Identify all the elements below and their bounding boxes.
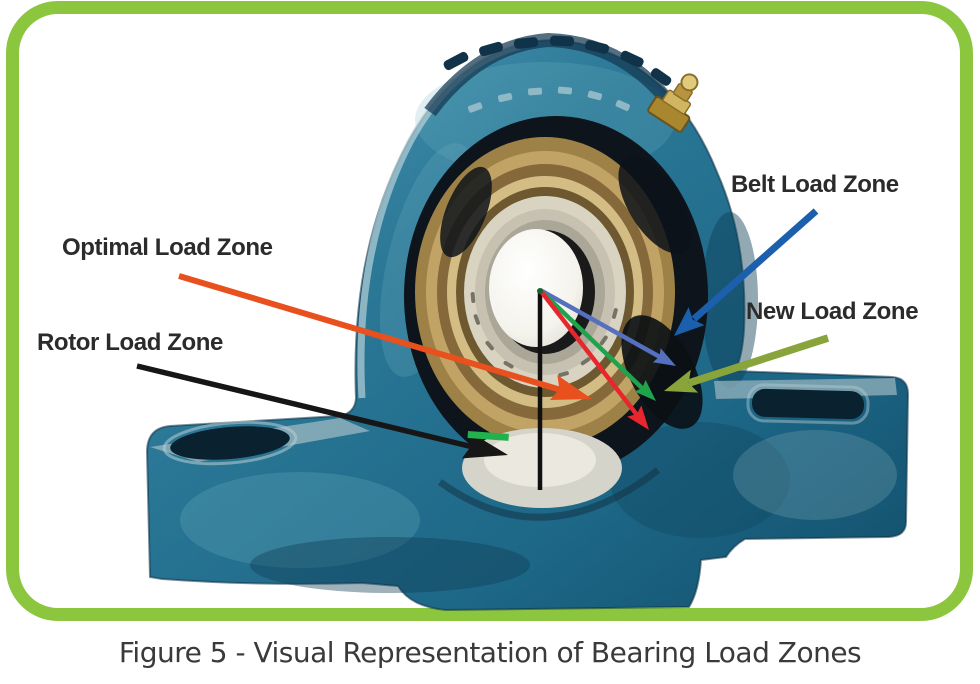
new-pointer-arrowhead: [664, 369, 699, 393]
shadow-patch-upper-right: [618, 156, 692, 254]
shadow-patch-right: [621, 315, 703, 429]
embossed-rim-marks: [443, 35, 672, 86]
load-zone-marker-bar: [467, 431, 509, 441]
new-pointer-line: [687, 334, 830, 387]
bore-bottom-seam: [437, 467, 661, 521]
rotor-load-zone-label: Rotor Load Zone: [37, 329, 223, 356]
figure-caption: Figure 5 - Visual Representation of Bear…: [118, 636, 862, 669]
belt-load-zone-label: Belt Load Zone: [731, 171, 899, 198]
right-foot-mottling: [733, 430, 897, 520]
engraved-text-marks: [470, 292, 618, 378]
housing-shadow: [702, 212, 758, 388]
new-vector-arrowhead: [634, 380, 656, 401]
embossed-lettering-glints: [467, 86, 630, 113]
belt-vector-arrowhead: [652, 348, 676, 366]
housing-highlight: [180, 472, 420, 568]
mounting-slot-left: [170, 426, 290, 460]
grease-fitting: [647, 73, 699, 133]
dome-cast-rim: [424, 32, 681, 117]
red-vector-arrowhead: [627, 405, 649, 430]
figure-border-frame: [6, 1, 973, 621]
optimal-load-zone-label: Optimal Load Zone: [62, 234, 273, 261]
shadow-patch-left: [440, 166, 492, 258]
new-vector-line: [538, 288, 645, 391]
belt-pointer-arrowhead: [674, 307, 705, 336]
belt-pointer-line: [691, 208, 819, 322]
red-vector-line: [538, 288, 639, 417]
right-slot-rim: [746, 383, 870, 425]
annotation-arrows: [136, 208, 830, 490]
housing-shadow: [610, 422, 790, 538]
housing-shadow: [250, 537, 530, 593]
left-slot-rim: [162, 420, 298, 466]
new-load-zone-label: New Load Zone: [746, 298, 919, 325]
mounting-slot-right: [751, 388, 865, 420]
belt-vector-line: [538, 288, 662, 359]
right-mounting-foot: [714, 378, 897, 520]
left-mounting-foot: [150, 418, 370, 466]
optimal-pointer-line: [178, 273, 562, 393]
optimal-pointer-arrowhead: [549, 375, 592, 401]
rotor-pointer-line: [136, 363, 474, 450]
vector-origin-dot: [537, 288, 543, 294]
